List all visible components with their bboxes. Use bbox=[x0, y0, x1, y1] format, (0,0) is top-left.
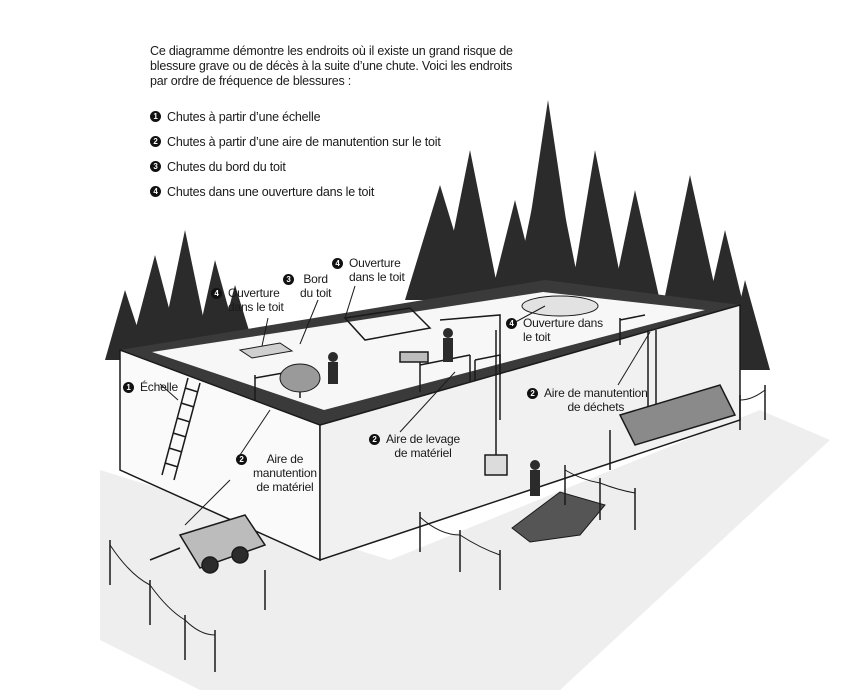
number-badge: 3 bbox=[283, 274, 294, 285]
legend-label: Chutes du bord du toit bbox=[167, 159, 286, 174]
callout-line: le toit bbox=[523, 330, 551, 344]
callout-line: Bord bbox=[303, 272, 328, 286]
legend-label: Chutes à partir d’une échelle bbox=[167, 109, 321, 124]
callout-line: Échelle bbox=[140, 380, 178, 394]
legend-item-ouverture-toit: 4 Chutes dans une ouverture dans le toit bbox=[150, 179, 441, 204]
number-badge: 3 bbox=[150, 161, 161, 172]
number-badge: 4 bbox=[332, 258, 343, 269]
callout-line: Aire de bbox=[266, 452, 304, 466]
legend-label: Chutes à partir d’une aire de manutentio… bbox=[167, 134, 441, 149]
callout-line: Ouverture bbox=[349, 256, 401, 270]
roof-opening-left bbox=[238, 342, 294, 359]
legend-label: Chutes dans une ouverture dans le toit bbox=[167, 184, 375, 199]
callout-line: dans le toit bbox=[349, 270, 405, 284]
callout-line: de matériel bbox=[394, 446, 452, 460]
callout-line: de déchets bbox=[567, 400, 625, 414]
number-badge: 4 bbox=[211, 288, 222, 299]
barrier-flags bbox=[109, 389, 766, 636]
tarp-pile bbox=[511, 491, 606, 543]
number-badge: 4 bbox=[150, 186, 161, 197]
skylight bbox=[521, 295, 599, 317]
callout-line: Ouverture bbox=[228, 286, 280, 300]
trailer bbox=[149, 514, 267, 574]
cement-mixer bbox=[279, 363, 321, 393]
workers bbox=[328, 328, 540, 496]
number-badge: 2 bbox=[369, 434, 380, 445]
number-badge: 2 bbox=[527, 388, 538, 399]
callout-line: de matériel bbox=[256, 480, 314, 494]
hazard-legend: 1 Chutes à partir d’une échelle 2 Chutes… bbox=[150, 104, 441, 204]
number-badge: 1 bbox=[123, 382, 134, 393]
callout-echelle: 1 Échelle bbox=[123, 380, 178, 394]
intro-text: Ce diagramme démontre les endroits où il… bbox=[150, 44, 513, 88]
callout-line: Aire de levage bbox=[386, 432, 460, 446]
number-badge: 4 bbox=[506, 318, 517, 329]
ladder bbox=[161, 377, 201, 481]
callout-line: dans le toit bbox=[228, 300, 284, 314]
callout-line: du toit bbox=[300, 286, 332, 300]
callout-leaders bbox=[159, 285, 651, 526]
legend-item-echelle: 1 Chutes à partir d’une échelle bbox=[150, 104, 441, 129]
callout-line: Ouverture dans bbox=[523, 316, 603, 330]
number-badge: 1 bbox=[150, 111, 161, 122]
waste-chute bbox=[618, 330, 737, 446]
number-badge: 2 bbox=[150, 136, 161, 147]
legend-item-bord-toit: 3 Chutes du bord du toit bbox=[150, 154, 441, 179]
barrier-posts bbox=[109, 385, 766, 672]
number-badge: 2 bbox=[236, 454, 247, 465]
callout-line: Aire de manutention bbox=[544, 386, 648, 400]
legend-item-aire-manutention: 2 Chutes à partir d’une aire de manutent… bbox=[150, 129, 441, 154]
callout-line: manutention bbox=[253, 466, 317, 480]
roof-opening-center bbox=[343, 307, 432, 341]
forest bbox=[105, 100, 770, 370]
material-hoist bbox=[399, 314, 508, 476]
ground-snow bbox=[100, 410, 830, 690]
